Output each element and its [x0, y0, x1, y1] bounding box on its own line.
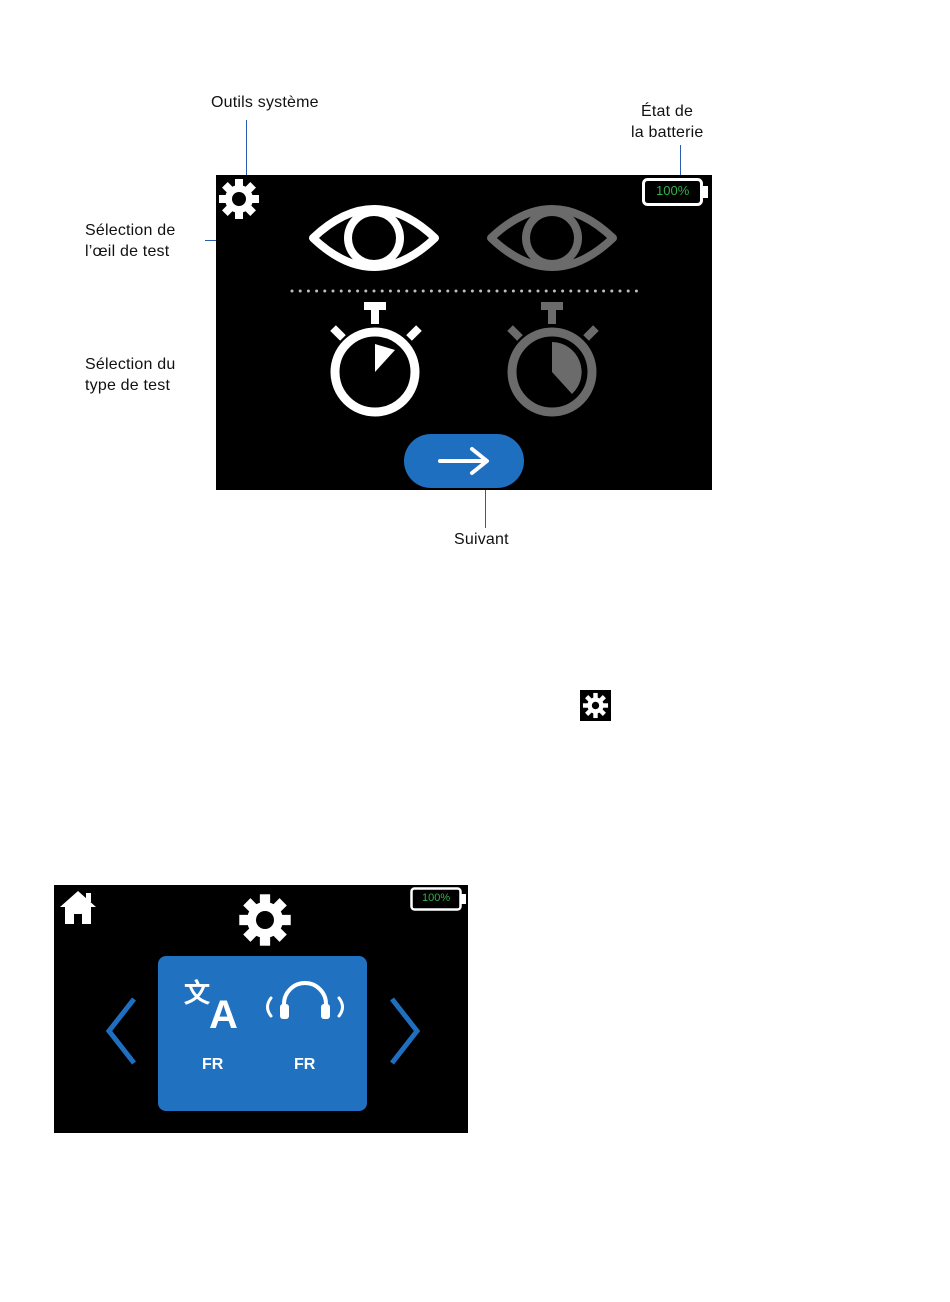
battery-percent: 100% — [422, 892, 450, 904]
translate-icon: 文 A — [182, 976, 248, 1030]
annotation-test-type-2: type de test — [85, 375, 170, 396]
leader-battery — [680, 145, 681, 178]
annotation-battery-state-2: la batterie — [631, 122, 703, 143]
gear-icon[interactable] — [218, 178, 260, 220]
eye-left-icon[interactable] — [485, 198, 619, 278]
stopwatch-short-icon[interactable] — [326, 300, 426, 424]
leader-next — [485, 490, 486, 528]
gear-icon — [580, 690, 611, 721]
headphones-icon — [262, 978, 348, 1024]
stopwatch-long-icon[interactable] — [503, 300, 603, 424]
annotation-eye-selection-1: Sélection de — [85, 220, 175, 241]
next-button[interactable] — [404, 434, 524, 488]
annotation-next: Suivant — [454, 529, 509, 550]
annotation-system-tools: Outils système — [211, 92, 319, 113]
svg-text:文: 文 — [184, 978, 211, 1009]
settings-panel[interactable]: 文 A FR FR — [158, 956, 367, 1111]
language-value: FR — [202, 1056, 223, 1074]
dotted-divider — [290, 289, 640, 293]
chevron-right-icon[interactable] — [388, 996, 422, 1066]
audio-language-value: FR — [294, 1056, 315, 1074]
annotation-test-type-1: Sélection du — [85, 354, 175, 375]
battery-indicator: 100% — [642, 178, 710, 206]
svg-text:A: A — [209, 993, 238, 1030]
home-icon[interactable] — [58, 888, 98, 926]
chevron-left-icon[interactable] — [104, 996, 138, 1066]
annotation-eye-selection-2: l’œil de test — [85, 241, 169, 262]
battery-percent: 100% — [656, 183, 689, 198]
battery-indicator: 100% — [410, 887, 468, 912]
annotation-battery-state-1: État de — [641, 101, 693, 122]
arrow-right-icon — [404, 434, 524, 488]
eye-right-icon[interactable] — [307, 198, 441, 278]
leader-system-tools — [246, 120, 247, 178]
gear-icon — [238, 893, 292, 947]
